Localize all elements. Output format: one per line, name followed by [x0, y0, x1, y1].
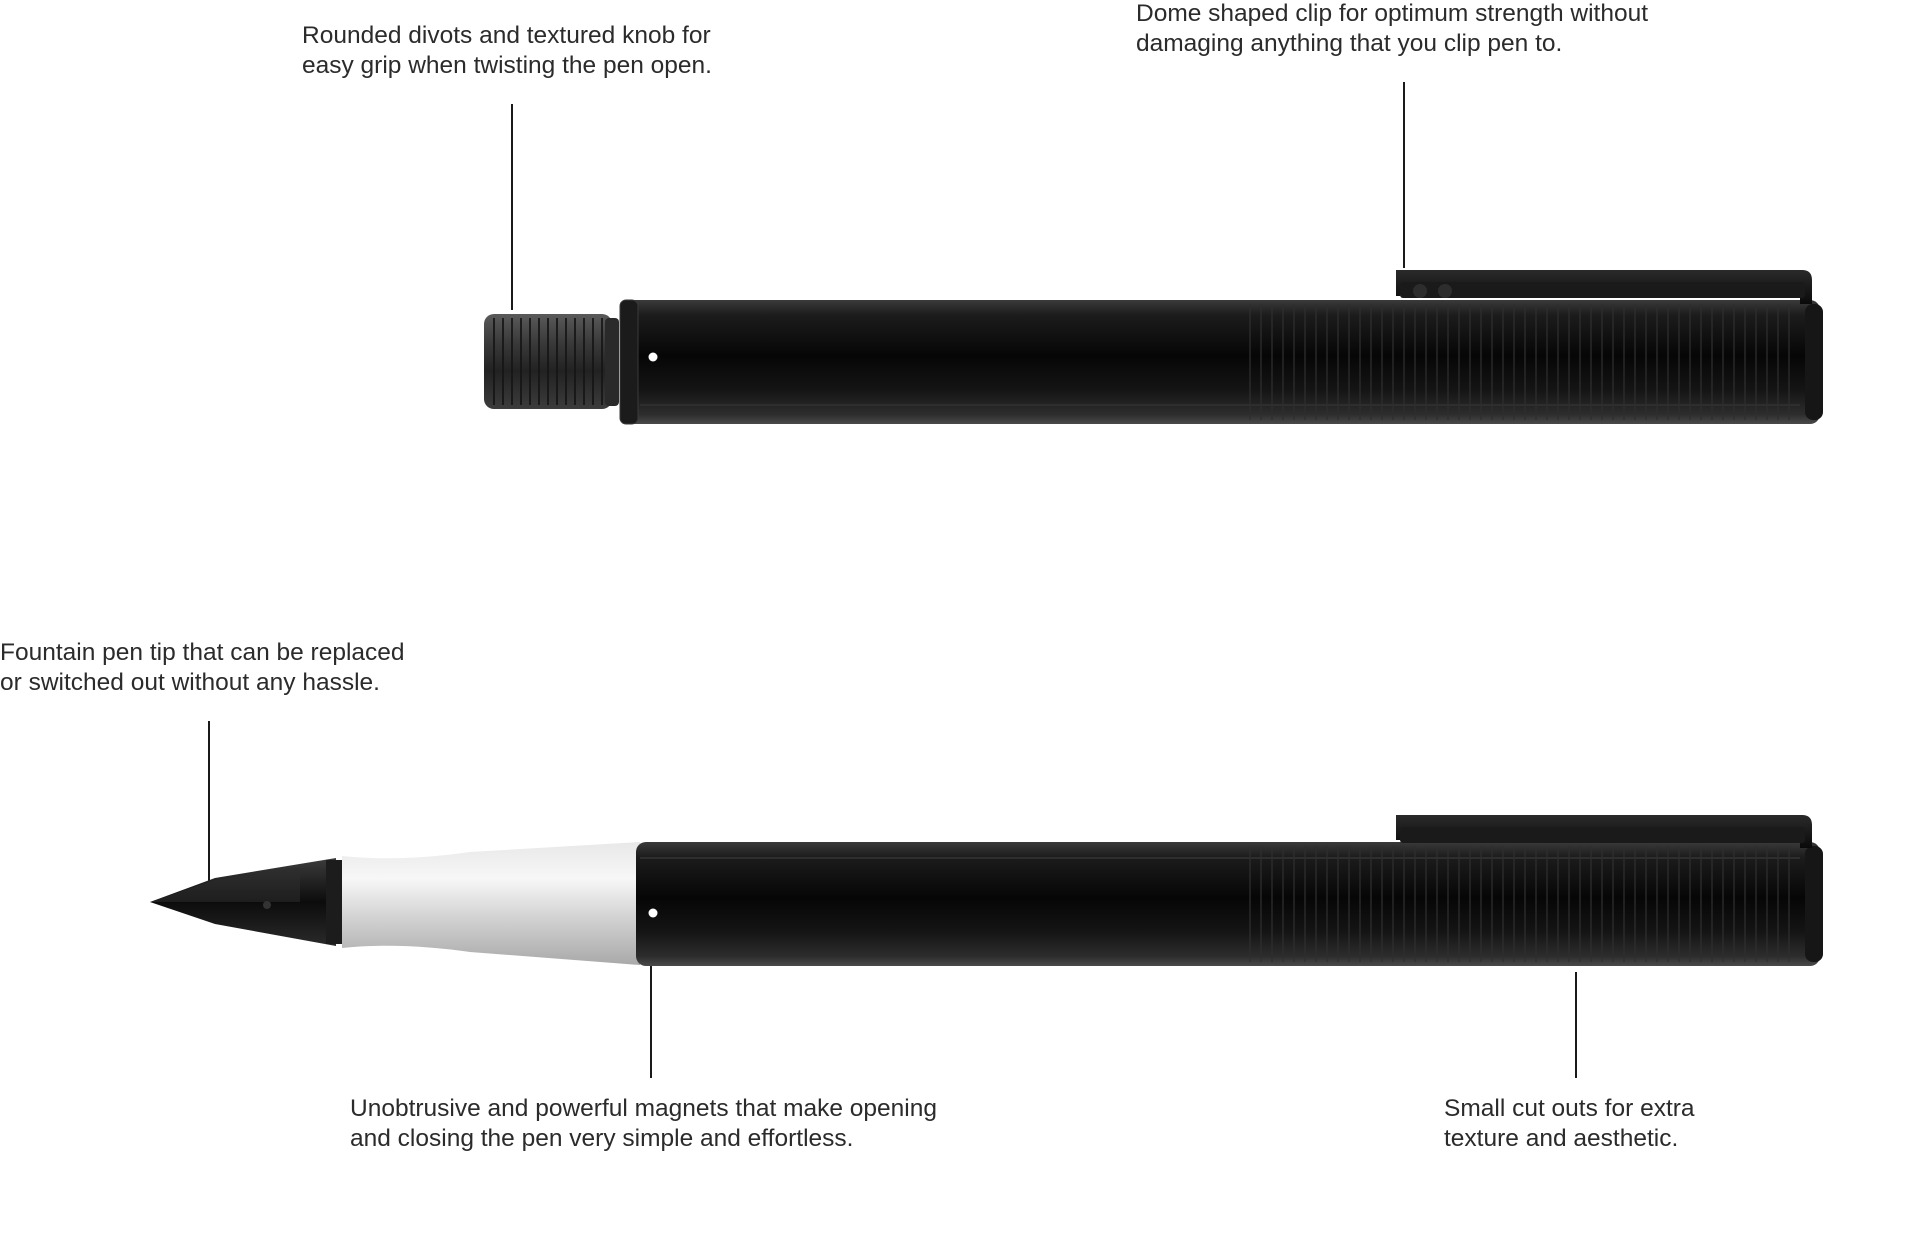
leader-cutouts — [1575, 972, 1577, 1078]
callout-magnets-line-1: Unobtrusive and powerful magnets that ma… — [350, 1095, 937, 1122]
callout-knob-line-1: Rounded divots and textured knob for — [302, 22, 711, 49]
leader-knob — [511, 104, 513, 310]
textured-knob — [484, 314, 619, 409]
pen-closed — [484, 270, 1823, 425]
leader-clip — [1403, 82, 1405, 268]
callout-knob-line-2: easy grip when twisting the pen open. — [302, 52, 712, 79]
magnet-dot-top — [648, 352, 658, 362]
callout-nib-line-2: or switched out without any hassle. — [0, 669, 380, 696]
callout-magnets: Unobtrusive and powerful magnets that ma… — [350, 1094, 937, 1154]
fountain-nib — [150, 858, 342, 946]
callout-clip: Dome shaped clip for optimum strength wi… — [1136, 0, 1648, 59]
callout-cutouts: Small cut outs for extra texture and aes… — [1444, 1094, 1695, 1154]
pen-open — [150, 815, 1823, 966]
callout-clip-line-1: Dome shaped clip for optimum strength wi… — [1136, 0, 1649, 27]
callout-cutouts-line-1: Small cut outs for extra — [1444, 1095, 1695, 1122]
callout-nib-line-1: Fountain pen tip that can be replaced — [0, 639, 405, 666]
pen-barrel — [620, 300, 1820, 424]
leader-nib — [208, 721, 210, 881]
pen-barrel-open — [636, 842, 1820, 966]
dome-clip — [1396, 270, 1812, 304]
callout-knob: Rounded divots and textured knob for eas… — [302, 21, 712, 81]
leader-magnets — [650, 916, 652, 1078]
callout-nib: Fountain pen tip that can be replaced or… — [0, 638, 405, 698]
dome-clip-open — [1396, 815, 1812, 848]
callout-magnets-line-2: and closing the pen very simple and effo… — [350, 1125, 854, 1152]
callout-clip-line-2: damaging anything that you clip pen to. — [1136, 30, 1563, 57]
magnet-dot-bottom — [648, 908, 658, 918]
silver-grip — [342, 842, 640, 965]
callout-cutouts-line-2: texture and aesthetic. — [1444, 1125, 1679, 1152]
